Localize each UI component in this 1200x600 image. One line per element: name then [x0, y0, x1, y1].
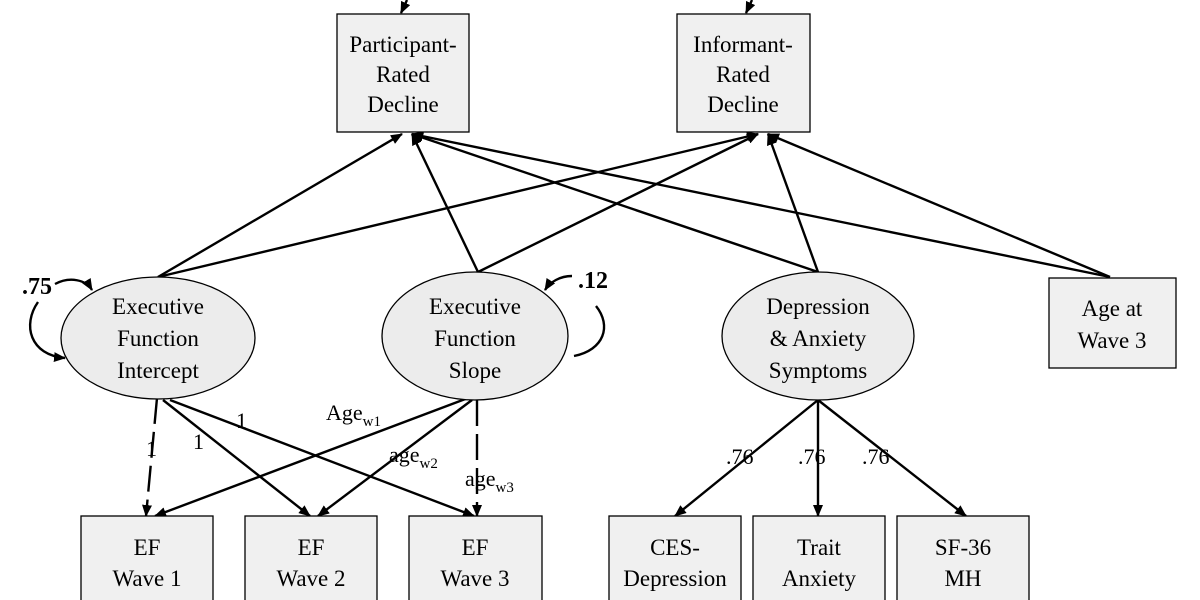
svg-text:Executive: Executive [112, 294, 204, 319]
svg-text:Participant-: Participant- [349, 32, 456, 57]
loading-depanx-to-sf36 [817, 399, 967, 517]
loading-label-intercept-w3: 1 [236, 408, 247, 433]
path-age-to-participant [411, 131, 1111, 279]
variance-label-slope: .12 [578, 268, 608, 294]
box-trait-anxiety: Trait Anxiety [752, 515, 886, 600]
loading-label-intercept-w1: 1 [146, 436, 157, 461]
box-informant-rated-decline: Informant- Rated Decline [676, 13, 811, 133]
svg-text:Wave 3: Wave 3 [440, 566, 509, 591]
loading-label-slope-w3: agew3 [465, 466, 514, 496]
loading-label-slope-w1: Agew1 [326, 400, 381, 430]
loading-depanx-to-ces [674, 399, 819, 517]
svg-text:& Anxiety: & Anxiety [770, 326, 867, 351]
svg-text:Wave 2: Wave 2 [276, 566, 345, 591]
loading-label-intercept-w2: 1 [193, 429, 204, 454]
box-ef-wave-3: EF Wave 3 [408, 515, 543, 600]
loading-intercept-to-w1 [142, 397, 159, 517]
svg-text:Wave 3: Wave 3 [1077, 328, 1146, 353]
box-sf36-mh: SF-36 MH [896, 515, 1030, 600]
residual-arrow-participant [399, 0, 411, 14]
box-participant-rated-decline: Participant- Rated Decline [336, 13, 470, 133]
svg-text:Informant-: Informant- [693, 32, 793, 57]
svg-text:Slope: Slope [449, 358, 501, 383]
svg-text:Function: Function [117, 326, 199, 351]
svg-text:EF: EF [298, 535, 325, 560]
svg-text:Decline: Decline [707, 92, 779, 117]
loading-slope-to-w1 [154, 396, 469, 518]
path-intercept-to-informant [157, 131, 759, 279]
svg-text:Depression: Depression [623, 566, 727, 591]
svg-text:Rated: Rated [716, 62, 770, 87]
residual-arrow-informant [744, 0, 756, 14]
svg-text:Executive: Executive [429, 294, 521, 319]
path-slope-to-informant [477, 132, 759, 274]
svg-text:SF-36: SF-36 [935, 535, 991, 560]
path-depanx-to-participant [411, 132, 819, 274]
svg-text:Wave 1: Wave 1 [112, 566, 181, 591]
variance-loop-slope-top [543, 274, 573, 291]
box-ef-wave-1: EF Wave 1 [80, 515, 214, 600]
svg-text:Age at: Age at [1082, 296, 1143, 321]
loading-intercept-to-w3 [169, 398, 475, 518]
path-age-to-informant [767, 132, 1111, 279]
latent-ef-intercept: Executive Function Intercept [60, 276, 256, 400]
loading-slope-to-w2 [317, 399, 473, 517]
svg-text:Anxiety: Anxiety [782, 566, 857, 591]
variance-loop-intercept-top [54, 277, 94, 291]
variance-loop-slope [573, 305, 606, 358]
svg-text:MH: MH [944, 566, 981, 591]
svg-text:EF: EF [462, 535, 489, 560]
box-ces-depression: CES- Depression [608, 515, 742, 600]
loading-intercept-to-w2 [162, 399, 311, 517]
svg-text:Rated: Rated [376, 62, 430, 87]
svg-text:CES-: CES- [650, 535, 700, 560]
box-age-at-wave-3: Age at Wave 3 [1048, 277, 1177, 369]
loading-label-trait: .76 [798, 444, 826, 469]
svg-text:Function: Function [434, 326, 516, 351]
box-ef-wave-2: EF Wave 2 [244, 515, 378, 600]
loading-label-ces: .76 [726, 444, 754, 469]
svg-text:Trait: Trait [797, 535, 841, 560]
path-slope-to-participant [410, 133, 480, 273]
latent-depression-anxiety: Depression & Anxiety Symptoms [721, 271, 915, 401]
variance-label-intercept: .75 [22, 274, 52, 300]
svg-text:Intercept: Intercept [117, 358, 199, 383]
svg-text:EF: EF [134, 535, 161, 560]
svg-text:Depression: Depression [766, 294, 870, 319]
svg-text:Symptoms: Symptoms [769, 358, 867, 383]
path-intercept-to-participant [157, 132, 403, 279]
latent-ef-slope: Executive Function Slope [381, 271, 569, 401]
loading-label-sf36: .76 [862, 444, 890, 469]
svg-text:Decline: Decline [367, 92, 439, 117]
variance-loop-intercept [28, 301, 66, 363]
path-depanx-to-informant [766, 133, 820, 273]
loading-label-slope-w2: agew2 [389, 442, 438, 472]
